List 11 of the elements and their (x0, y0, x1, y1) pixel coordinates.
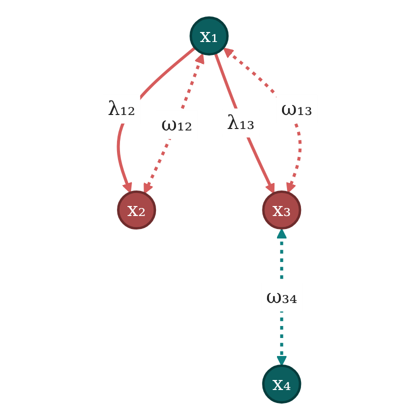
arrow (144, 53, 204, 194)
edge-label: ω₃₄ (266, 284, 298, 308)
edge-label: ω₁₂ (161, 112, 192, 136)
node-circle: x₁ (190, 16, 229, 56)
arrow (214, 52, 275, 194)
node-circle: x₃ (262, 190, 302, 230)
node-circle: x₂ (117, 190, 156, 230)
edge-label: λ₁₃ (226, 110, 255, 134)
edge-label: ω₁₃ (281, 97, 312, 120)
node-circle: x₄ (262, 364, 302, 404)
edge-label: λ₁₂ (108, 97, 136, 120)
